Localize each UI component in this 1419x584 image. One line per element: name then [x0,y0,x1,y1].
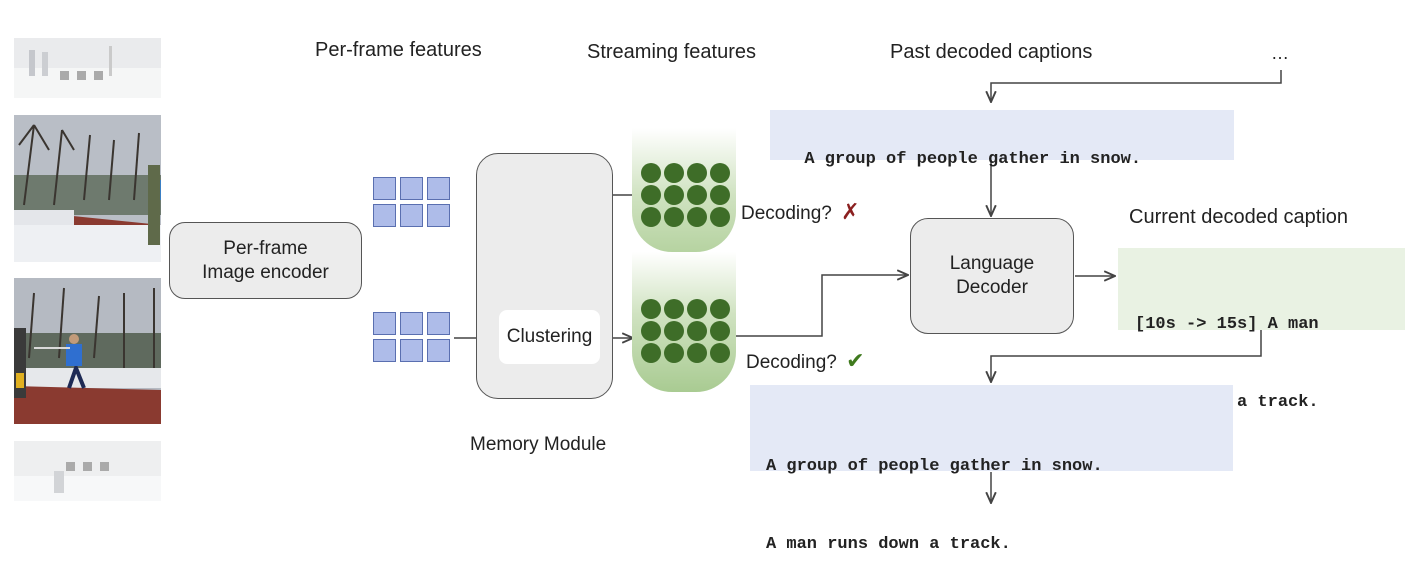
cluster-circle [641,321,661,341]
video-frame-2 [14,278,161,424]
cluster-circle [664,207,684,227]
updated-caption-box: A group of people gather in snow. A man … [750,385,1233,554]
cluster-circle [687,321,707,341]
cluster-circle [641,163,661,183]
current-decoded-caption-heading: Current decoded caption [1129,206,1349,228]
ellipsis-label: … [1271,43,1289,63]
cluster-circles-bottom [641,299,730,363]
cluster-circles-top [641,163,730,227]
per-frame-features-heading: Per-frame features [315,39,482,61]
feature-square [400,312,423,335]
feature-square [427,204,450,227]
check-icon: ✔ [846,348,865,373]
updated-caption-line-2: A man runs down a track. [766,535,1011,554]
javelin-runner-image [14,278,161,424]
cluster-circle [687,299,707,319]
memory-module-label: Memory Module [470,434,607,455]
decoder-line-1: Language [949,253,1035,274]
decoding-text: Decoding? [746,352,837,373]
cluster-circle [664,163,684,183]
clustering-label: Clustering [506,326,593,347]
cluster-circle [710,321,730,341]
cluster-circle [687,185,707,205]
feature-square [427,312,450,335]
feature-square [373,312,396,335]
snow-scene-image [14,441,161,501]
language-decoder-box: Language Decoder [910,218,1074,334]
decoding-question-second: Decoding? ✔ [746,348,865,374]
cluster-circle [664,343,684,363]
cluster-circle [664,185,684,205]
feature-grid-top [373,177,450,227]
feature-square [373,204,396,227]
cluster-circle [687,343,707,363]
ellipsis-dots [66,462,109,471]
encoder-line-1: Per-frame [223,237,308,259]
video-frame-1 [14,115,161,262]
feature-square [400,204,423,227]
image-encoder-box: Per-frame Image encoder [169,222,362,299]
ellipsis-dots [60,71,103,80]
decoder-line-2: Decoder [956,277,1028,298]
cluster-circle [641,207,661,227]
video-frame-previous [14,38,161,98]
cluster-circle [641,185,661,205]
video-frame-next [14,441,161,501]
updated-caption-line-1: A group of people gather in snow. [766,457,1103,476]
cluster-circle [641,343,661,363]
current-caption-line-1: [10s -> 15s] A man [1135,315,1319,334]
feature-square [373,339,396,362]
decoding-text: Decoding? [741,203,832,224]
feature-square [427,177,450,200]
encoder-line-2: Image encoder [202,261,329,283]
past-decoded-captions-heading: Past decoded captions [890,41,1093,63]
cross-icon: ✗ [841,199,860,224]
feature-square [400,339,423,362]
cluster-circle [710,185,730,205]
cluster-circle [687,207,707,227]
streaming-features-heading: Streaming features [587,41,756,63]
feature-square [427,339,450,362]
cluster-circle [687,163,707,183]
current-caption-box: [10s -> 15s] A man runs down a track. [1118,248,1405,412]
cluster-circle [710,163,730,183]
cluster-circle [641,299,661,319]
feature-square [400,177,423,200]
feature-square [373,177,396,200]
snow-track-image [14,115,161,262]
cluster-circle [710,299,730,319]
decoding-question-first: Decoding? ✗ [741,199,860,225]
cluster-circle [710,343,730,363]
cluster-circle [664,299,684,319]
past-caption-text: A group of people gather in snow. [804,150,1142,169]
past-caption-box: A group of people gather in snow. [770,110,1234,169]
cluster-circle [664,321,684,341]
snow-scene-image [14,38,161,98]
cluster-circle [710,207,730,227]
feature-grid-bottom [373,312,450,362]
clustering-box: Clustering [499,310,600,364]
